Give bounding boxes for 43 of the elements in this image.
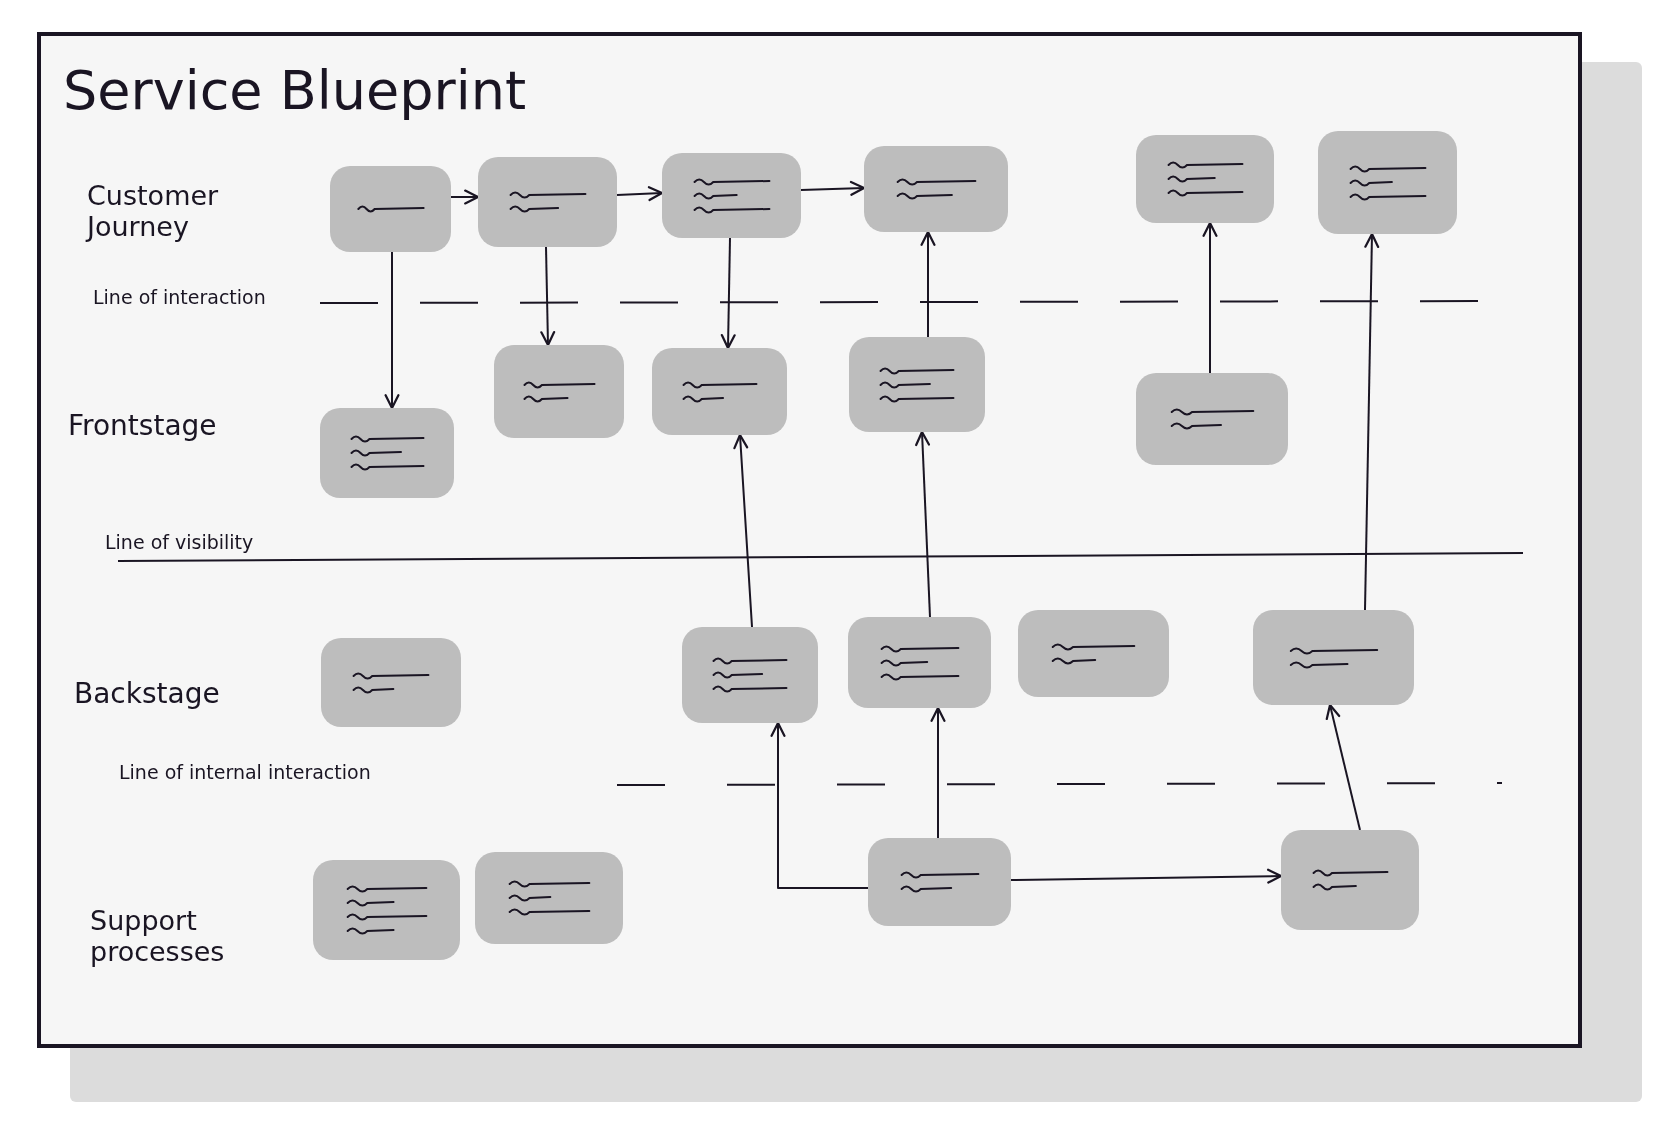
diagram-title: Service Blueprint bbox=[63, 60, 527, 123]
arrow bbox=[930, 706, 946, 839]
process-box bbox=[330, 166, 451, 252]
line-label: Line of interaction bbox=[93, 287, 266, 309]
process-box bbox=[849, 337, 985, 432]
lane-label: Customer Journey bbox=[87, 180, 220, 243]
process-box bbox=[652, 348, 787, 435]
arrow bbox=[616, 186, 664, 202]
arrow bbox=[1325, 703, 1361, 831]
lane-label: Support processes bbox=[90, 905, 226, 968]
process-box bbox=[848, 617, 991, 708]
line-label: Line of internal interaction bbox=[119, 762, 371, 784]
line-label: Line of visibility bbox=[105, 532, 254, 554]
process-box bbox=[478, 157, 617, 247]
process-box bbox=[494, 345, 624, 438]
arrow bbox=[720, 237, 736, 350]
process-box bbox=[1281, 830, 1419, 930]
process-box bbox=[868, 838, 1011, 926]
arrow bbox=[450, 189, 480, 205]
arrow bbox=[920, 230, 936, 338]
lane-label: Frontstage bbox=[68, 410, 217, 443]
arrow bbox=[770, 721, 869, 889]
arrow bbox=[1364, 232, 1380, 611]
lane-label: Backstage bbox=[74, 678, 220, 711]
process-box bbox=[475, 852, 623, 944]
process-box bbox=[1136, 373, 1288, 465]
arrow bbox=[800, 180, 866, 196]
process-box bbox=[662, 153, 801, 238]
process-box bbox=[321, 638, 461, 727]
process-box bbox=[320, 408, 454, 498]
arrow bbox=[1010, 868, 1283, 884]
process-box bbox=[1018, 610, 1169, 697]
process-box bbox=[1318, 131, 1457, 234]
arrow bbox=[540, 246, 556, 347]
process-box bbox=[682, 627, 818, 723]
process-box bbox=[1136, 135, 1274, 223]
process-box bbox=[1253, 610, 1414, 705]
arrow bbox=[733, 433, 753, 628]
arrow bbox=[1202, 221, 1218, 374]
arrow bbox=[384, 251, 400, 410]
arrow bbox=[915, 430, 931, 618]
process-box bbox=[864, 146, 1008, 232]
process-box bbox=[313, 860, 460, 960]
